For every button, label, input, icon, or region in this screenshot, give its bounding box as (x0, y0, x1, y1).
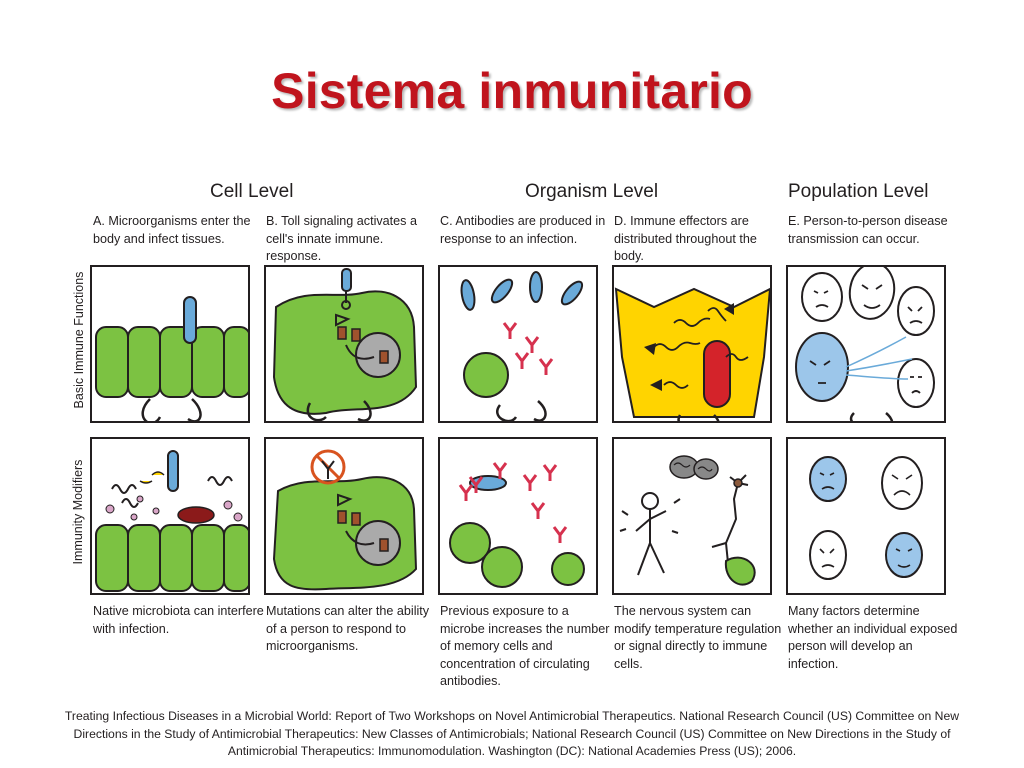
citation: Treating Infectious Diseases in a Microb… (64, 709, 960, 758)
panel-a-top (90, 265, 250, 423)
panel-b-top (264, 265, 424, 423)
row-label-modifiers: Immunity Modifiers (71, 459, 85, 565)
slide-title: Sistema inmunitario (271, 63, 753, 119)
row-label-basic: Basic Immune Functions (72, 271, 86, 409)
level-organism: Organism Level (525, 181, 659, 202)
bottom-caption-d: The nervous system can modify temperatur… (614, 604, 782, 671)
caption-e: E. Person-to-person disease transmission… (788, 214, 948, 246)
bottom-caption-b: Mutations can alter the ability of a per… (266, 604, 430, 653)
bottom-caption-a: Native microbiota can interfere with inf… (93, 604, 264, 636)
level-cell: Cell Level (210, 181, 294, 202)
panel-e-bottom (786, 437, 946, 595)
bottom-caption-c: Previous exposure to a microbe increases… (440, 604, 610, 688)
panel-b-bottom (264, 437, 424, 595)
bottom-caption-e: Many factors determine whether an indivi… (788, 604, 958, 671)
caption-d: D. Immune effectors are distributed thro… (614, 214, 757, 263)
panel-d-top (612, 265, 772, 423)
bacterium-icon (183, 296, 197, 344)
blocked-icon (310, 449, 346, 485)
caption-c: C. Antibodies are produced in response t… (440, 214, 606, 246)
level-population: Population Level (788, 181, 929, 202)
caption-b: B. Toll signaling activates a cell's inn… (266, 214, 417, 263)
panel-d-bottom (612, 437, 772, 595)
panel-c-top (438, 265, 598, 423)
panel-c-bottom (438, 437, 598, 595)
caption-a: A. Microorganisms enter the body and inf… (93, 214, 251, 246)
panel-a-bottom (90, 437, 250, 595)
antibody-icon (502, 322, 554, 375)
panel-e-top (786, 265, 946, 423)
stick-figure-icon (619, 492, 681, 576)
